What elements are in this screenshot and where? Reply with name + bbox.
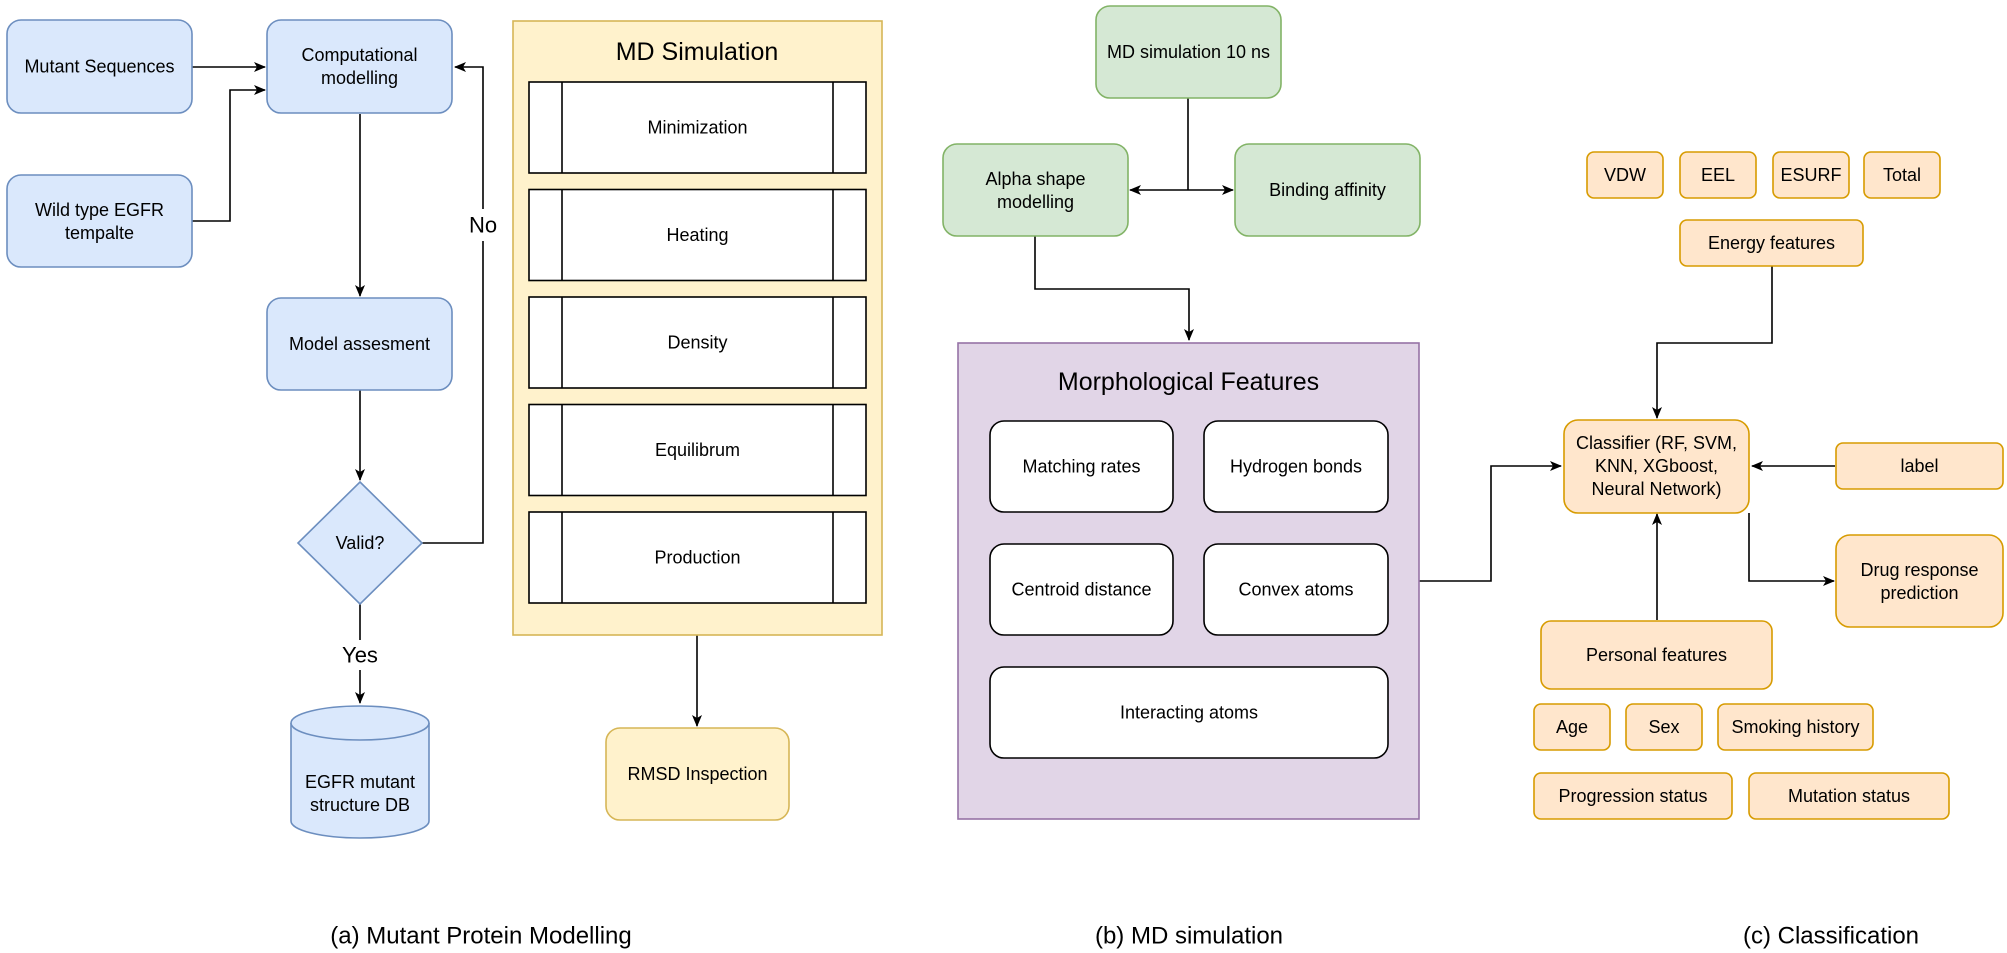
edge-valid-no-loop [422,62,484,544]
morphological-features-title: Morphological Features [1058,368,1319,396]
computational-modelling-label-line1: Computational [301,45,417,65]
md-step-heating [528,188,867,282]
energy-item-total [1863,151,1941,199]
wild-type-template-node [6,174,193,268]
model-assessment-label: Model assesment [289,334,430,354]
personal-features-label: Personal features [1586,645,1727,665]
label-node [1835,442,2004,490]
md-step-density [528,296,867,389]
yes-label-bg [336,640,384,670]
panel-a: Mutant Sequences Wild type EGFR tempalte… [6,19,883,839]
md-simulation-title: MD Simulation [616,38,779,66]
interacting-atoms-node [989,666,1389,759]
energy-item-label-eel: EEL [1701,165,1735,185]
mutant-sequences-label: Mutant Sequences [24,57,174,77]
drug-response-label-line2: prediction [1880,583,1958,603]
energy-features-node [1679,219,1864,267]
personal-item-label-progression-status: Progression status [1558,786,1707,806]
model-assessment-node [266,297,453,391]
classifier-label-line2: KNN, XGboost, [1595,456,1718,476]
md-step-equilibrum [528,403,867,497]
md-step-label-equilibrum: Equilibrum [655,440,740,460]
hydrogen-bonds-node [1203,420,1389,513]
md-step-label-minimization: Minimization [647,118,747,138]
valid-decision-node [296,480,424,606]
alpha-shape-modelling-label-line2: modelling [997,192,1074,212]
edge-classifier-to-drug [1748,513,1835,586]
label-node-label: label [1900,456,1938,476]
matching-rates-node [989,420,1174,513]
hydrogen-bonds-label: Hydrogen bonds [1230,457,1362,477]
convex-atoms-node [1203,543,1389,636]
personal-item-mutation-status [1748,772,1950,820]
computational-modelling-node [266,19,453,114]
egfr-mutant-db-label-line2: structure DB [310,795,410,815]
valid-decision-label: Valid? [336,533,385,553]
centroid-distance-node [989,543,1174,636]
md-step-minimization [528,81,867,174]
personal-item-label-age: Age [1556,717,1588,737]
caption-panel-b: (b) MD simulation [1095,923,1283,950]
energy-features-label: Energy features [1708,233,1835,253]
alpha-shape-modelling-node [942,143,1129,237]
binding-affinity-node [1234,143,1421,237]
classifier-label-line3: Neural Network) [1591,479,1721,499]
convex-atoms-label: Convex atoms [1238,580,1353,600]
computational-modelling-label-line2: modelling [321,68,398,88]
panel-b: MD simulation 10 ns Alpha shape modellin… [942,5,1562,820]
edge-energy-to-classifier [1652,266,1773,419]
edge-morph-to-classifier [1419,461,1562,582]
binding-affinity-label: Binding affinity [1269,180,1386,200]
edge-alpha-to-morph [1034,236,1194,341]
energy-item-esurf [1772,151,1850,199]
panel-b-edges [1034,98,1562,582]
md-steps: MinimizationHeatingDensityEquilibrumProd… [528,81,867,604]
md-simulation-10ns-label: MD simulation 10 ns [1107,42,1270,62]
energy-items: VDW EEL ESURF Total [1586,151,1941,199]
energy-item-eel [1679,151,1757,199]
personal-item-label-smoking-history: Smoking history [1731,717,1859,737]
personal-features-node [1540,620,1773,690]
centroid-distance-label: Centroid distance [1011,580,1151,600]
classifier-label-line1: Classifier (RF, SVM, [1576,433,1737,453]
mutant-sequences-node [6,19,193,114]
drug-response-node [1835,534,2004,628]
classifier-node [1563,419,1750,514]
panel-c: VDW EEL ESURF Total Energy features Classif… [1533,151,2004,820]
md-step-production [528,511,867,604]
edge-wildtype-to-modelling [192,85,266,222]
drug-response-label-line1: Drug response [1860,560,1978,580]
md-step-label-production: Production [654,548,740,568]
energy-item-label-esurf: ESURF [1780,165,1841,185]
alpha-shape-modelling-label-line1: Alpha shape [985,169,1085,189]
personal-item-age [1533,703,1611,751]
wild-type-template-label-line2: tempalte [65,223,134,243]
interacting-atoms-label: Interacting atoms [1120,703,1258,723]
caption-panel-c: (c) Classification [1743,923,1919,950]
personal-item-progression-status [1533,772,1733,820]
egfr-mutant-db-node [290,705,430,839]
rmsd-inspection-node [605,727,790,821]
no-edge-label: No [469,213,497,238]
md-step-label-density: Density [667,333,727,353]
energy-item-label-total: Total [1883,165,1921,185]
caption-panel-a: (a) Mutant Protein Modelling [330,923,631,950]
no-label-bg [466,209,500,241]
personal-item-label-sex: Sex [1648,717,1679,737]
personal-item-label-mutation-status: Mutation status [1788,786,1910,806]
wild-type-template-label-line1: Wild type EGFR [35,200,164,220]
rmsd-inspection-label: RMSD Inspection [627,764,767,784]
personal-item-smoking-history [1717,703,1874,751]
energy-item-label-vdw: VDW [1604,165,1646,185]
md-step-label-heating: Heating [666,225,728,245]
egfr-mutant-db-label-line1: EGFR mutant [305,772,415,792]
matching-rates-label: Matching rates [1022,457,1140,477]
panel-c-edges [1652,266,1835,620]
energy-item-vdw [1586,151,1664,199]
personal-item-sex [1625,703,1703,751]
md-simulation-10ns-node [1095,5,1282,99]
yes-edge-label: Yes [342,643,378,668]
